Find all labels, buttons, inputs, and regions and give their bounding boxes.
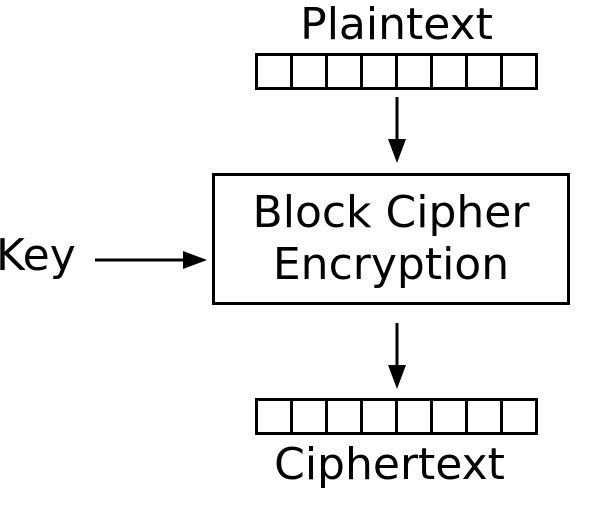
register-cell — [328, 56, 363, 87]
register-cell — [328, 401, 363, 432]
register-cell — [363, 401, 398, 432]
ciphertext-label: Ciphertext — [274, 439, 505, 490]
register-cell — [433, 56, 468, 87]
block-cipher-label-line2: Encryption — [272, 239, 510, 290]
right-arrow-icon — [95, 251, 207, 269]
register-cell — [258, 56, 293, 87]
register-cell — [363, 56, 398, 87]
register-cell — [503, 56, 535, 87]
register-cell — [468, 401, 503, 432]
register-cell — [398, 401, 433, 432]
block-cipher-label-line1: Block Cipher — [252, 187, 530, 238]
register-cell — [258, 401, 293, 432]
key-label: Key — [0, 230, 76, 281]
register-cell — [468, 56, 503, 87]
ciphertext-register — [255, 398, 538, 435]
down-arrow-icon — [388, 323, 406, 389]
register-cell — [503, 401, 535, 432]
plaintext-register — [255, 53, 538, 90]
register-cell — [398, 56, 433, 87]
down-arrow-icon — [388, 97, 406, 163]
register-cell — [293, 401, 328, 432]
register-cell — [293, 56, 328, 87]
plaintext-label: Plaintext — [300, 0, 493, 50]
register-cell — [433, 401, 468, 432]
block-cipher-box: Block Cipher Encryption — [212, 173, 570, 305]
